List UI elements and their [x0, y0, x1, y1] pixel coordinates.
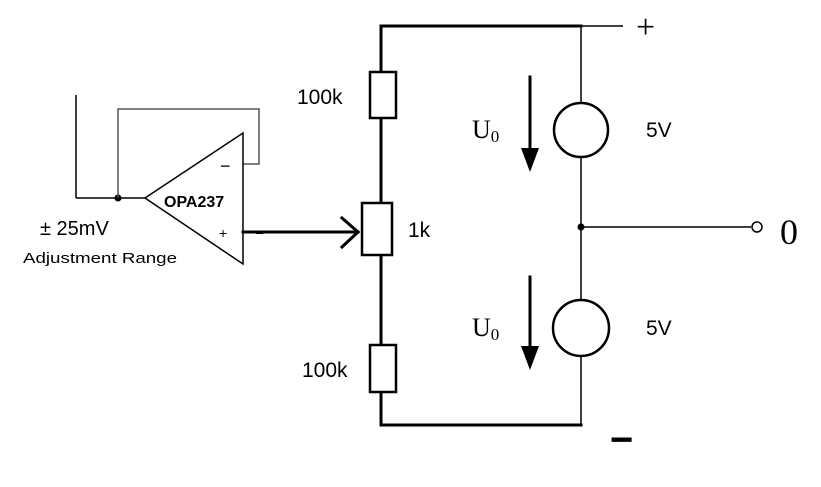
- voltage-letter-bottom: U: [472, 313, 491, 342]
- voltage-arrow-bottom: [521, 275, 539, 370]
- opamp-minus-pin: −: [220, 156, 231, 176]
- opamp-label: OPA237: [164, 194, 224, 211]
- opamp-block: OPA237 − + –: [75, 95, 264, 266]
- ground-terminal: [751, 221, 763, 233]
- voltage-source-bottom: [551, 298, 611, 358]
- voltage-subscript-top: 0: [491, 127, 500, 146]
- voltage-letter-top: U: [472, 115, 491, 144]
- junction-dot: [577, 223, 585, 231]
- potentiometer-wiper: [241, 215, 361, 250]
- resistor-bottom-label: 100k: [302, 359, 348, 382]
- potentiometer-label: 1k: [408, 219, 431, 242]
- resistor-top: [368, 70, 398, 120]
- adjustment-range-caption: Adjustment Range: [23, 250, 177, 267]
- source-top-label: 5V: [646, 119, 672, 142]
- voltage-subscript-bottom: 0: [491, 325, 500, 344]
- potentiometer: [360, 201, 394, 257]
- opamp-plus-pin: +: [219, 225, 227, 241]
- main-wires: [379, 24, 763, 427]
- negative-terminal-symbol: −: [610, 418, 633, 462]
- voltage-source-top: [552, 101, 610, 159]
- positive-terminal-symbol: +: [636, 9, 655, 46]
- voltage-label-top: U0: [472, 115, 499, 146]
- resistor-bottom: [368, 343, 398, 394]
- voltage-arrow-top: [521, 75, 539, 172]
- adjustment-range-value: ± 25mV: [40, 218, 109, 240]
- source-bottom-label: 5V: [646, 317, 672, 340]
- opamp-triangle: [143, 131, 244, 266]
- voltage-label-bottom: U0: [472, 313, 499, 344]
- ground-terminal-label: 0: [780, 212, 798, 252]
- resistor-top-label: 100k: [297, 86, 343, 109]
- feedback-loop-wire: [117, 108, 260, 198]
